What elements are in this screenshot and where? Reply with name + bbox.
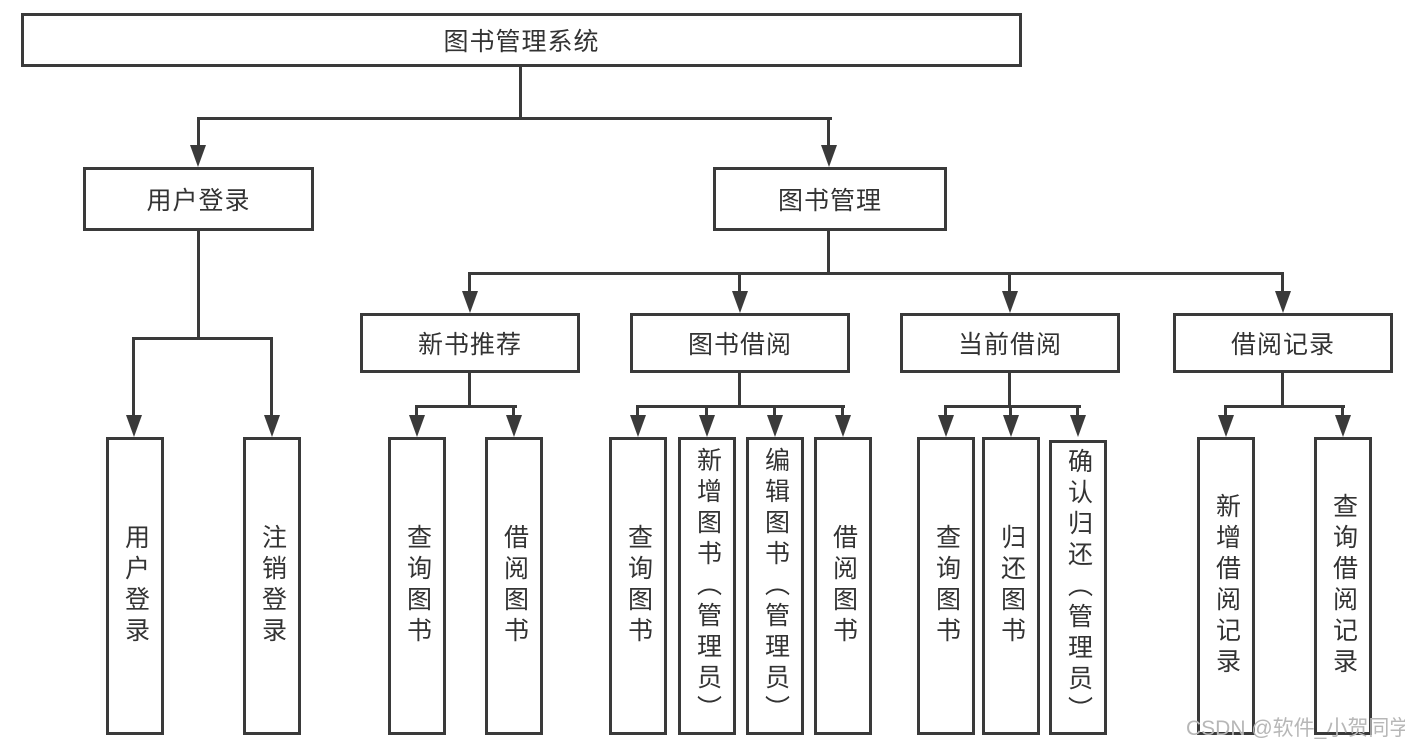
connector-line	[1224, 405, 1227, 419]
leaf-nbr-query-books: 查询图书	[388, 437, 446, 735]
connector-line	[944, 405, 947, 419]
connector-arrow	[699, 415, 715, 437]
node-borrowing-records: 借阅记录	[1173, 313, 1393, 373]
connector-line	[1341, 405, 1344, 419]
connector-arrow	[630, 415, 646, 437]
connector-line	[705, 405, 708, 419]
connector-line	[512, 405, 515, 419]
connector-line	[132, 337, 273, 340]
leaf-label: 归还图书	[997, 524, 1026, 648]
connector-line	[415, 405, 517, 408]
connector-line	[827, 117, 830, 149]
connector-arrow	[732, 291, 748, 313]
leaf-label: 借阅图书	[500, 524, 529, 648]
connector-line	[841, 405, 844, 419]
connector-line	[468, 373, 471, 407]
connector-arrow	[1275, 291, 1291, 313]
connector-line	[132, 337, 135, 419]
node-book-borrowing: 图书借阅	[630, 313, 850, 373]
leaf-bb-borrow-books: 借阅图书	[814, 437, 872, 735]
csdn-watermark: CSDN @软件_小贺同学	[1186, 717, 1405, 740]
connector-line	[1076, 405, 1079, 419]
connector-line	[636, 405, 845, 408]
connector-arrow	[1003, 415, 1019, 437]
leaf-cb-confirm-return-admin: 确认归还（管理员）	[1049, 440, 1107, 735]
leaf-bb-add-books-admin: 新增图书（管理员）	[678, 437, 736, 735]
connector-line	[468, 272, 1284, 275]
connector-arrow	[1218, 415, 1234, 437]
connector-line	[270, 337, 273, 419]
leaf-label: 查询图书	[624, 524, 653, 648]
connector-arrow	[409, 415, 425, 437]
connector-line	[1224, 405, 1345, 408]
node-library-management-system: 图书管理系统	[21, 13, 1022, 67]
connector-arrow	[821, 145, 837, 167]
leaf-label: 借阅图书	[829, 524, 858, 648]
connector-line	[197, 117, 200, 149]
node-new-book-recommendation: 新书推荐	[360, 313, 580, 373]
leaf-label: 查询借阅记录	[1329, 493, 1358, 679]
connector-line	[773, 405, 776, 419]
leaf-cb-query-books: 查询图书	[917, 437, 975, 735]
connector-arrow	[1002, 291, 1018, 313]
connector-line	[944, 405, 1081, 408]
connector-line	[827, 231, 830, 275]
connector-arrow	[506, 415, 522, 437]
connector-arrow	[835, 415, 851, 437]
connector-line	[1009, 405, 1012, 419]
connector-arrow	[462, 291, 478, 313]
connector-arrow	[264, 415, 280, 437]
connector-line	[738, 373, 741, 407]
connector-arrow	[938, 415, 954, 437]
connector-line	[1008, 373, 1011, 407]
node-user-login: 用户登录	[83, 167, 314, 231]
connector-arrow	[767, 415, 783, 437]
leaf-bb-query-books: 查询图书	[609, 437, 667, 735]
connector-line	[519, 67, 522, 118]
connector-line	[636, 405, 639, 419]
leaf-nbr-borrow-books: 借阅图书	[485, 437, 543, 735]
connector-line	[415, 405, 418, 419]
node-book-management: 图书管理	[713, 167, 947, 231]
connector-arrow	[190, 145, 206, 167]
connector-line	[197, 231, 200, 338]
leaf-user-login: 用户登录	[106, 437, 164, 735]
connector-line	[197, 117, 832, 120]
leaf-br-query-borrow-record: 查询借阅记录	[1314, 437, 1372, 735]
connector-line	[1281, 272, 1284, 295]
leaf-label: 注销登录	[258, 524, 287, 648]
leaf-logout-login: 注销登录	[243, 437, 301, 735]
leaf-label: 查询图书	[403, 524, 432, 648]
leaf-br-add-borrow-record: 新增借阅记录	[1197, 437, 1255, 735]
connector-arrow	[1335, 415, 1351, 437]
leaf-cb-return-books: 归还图书	[982, 437, 1040, 735]
leaf-label: 用户登录	[121, 524, 150, 648]
connector-line	[1281, 373, 1284, 407]
leaf-label: 新增借阅记录	[1212, 493, 1241, 679]
leaf-label: 编辑图书（管理员）	[761, 446, 790, 726]
connector-arrow	[1070, 415, 1086, 437]
leaf-label: 确认归还（管理员）	[1064, 448, 1093, 727]
connector-arrow	[126, 415, 142, 437]
connector-line	[468, 272, 471, 295]
leaf-bb-edit-books-admin: 编辑图书（管理员）	[746, 437, 804, 735]
leaf-label: 查询图书	[932, 524, 961, 648]
connector-line	[1008, 272, 1011, 295]
connector-line	[738, 272, 741, 295]
leaf-label: 新增图书（管理员）	[693, 446, 722, 726]
node-current-borrowing: 当前借阅	[900, 313, 1120, 373]
